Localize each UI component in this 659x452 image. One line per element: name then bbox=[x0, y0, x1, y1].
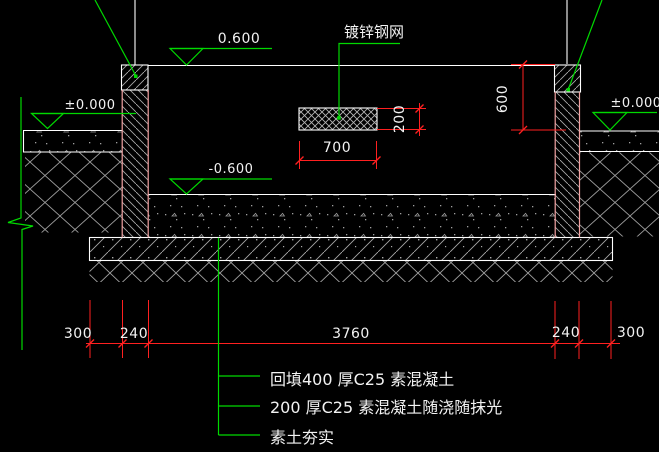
footing-slab-hatch bbox=[89, 237, 613, 261]
left-wall-cap-outline bbox=[120, 64, 149, 91]
gravel-fill-speckle bbox=[148, 195, 556, 237]
dim-chain-240-left: 240 bbox=[120, 326, 148, 342]
earth-under-slab-hatch bbox=[89, 261, 613, 282]
leader-top-left bbox=[94, 0, 138, 78]
dim-600-value: 600 bbox=[495, 85, 511, 113]
left-ground-slab-speckle bbox=[24, 131, 122, 152]
footing-slab-outline bbox=[88, 236, 614, 262]
elevation-pit-floor-value: -0.600 bbox=[209, 162, 254, 177]
drawing-text: 0.600 ±0.000 ±0.000 -0.600 600 200 700 3… bbox=[64, 23, 659, 447]
leader-mesh-label bbox=[337, 42, 400, 120]
dim-chain-3760: 3760 bbox=[332, 326, 370, 342]
leader-top-right bbox=[566, 0, 603, 92]
dimensions bbox=[85, 60, 620, 359]
dim-chain-ticks bbox=[85, 339, 616, 348]
elevation-mark-top bbox=[168, 47, 272, 66]
elevation-mark-ground-left bbox=[29, 112, 136, 130]
right-ground-slab-speckle bbox=[580, 131, 659, 152]
note-soil: 素土夯实 bbox=[270, 428, 334, 447]
hatch-fills bbox=[24, 65, 659, 282]
note-backfill: 回填400 厚C25 素混凝土 bbox=[270, 370, 454, 389]
note-slab: 200 厚C25 素混凝土随浇随抹光 bbox=[270, 398, 502, 417]
dim-chain-240-right: 240 bbox=[552, 325, 580, 341]
structure-lines bbox=[22, 0, 659, 262]
wall-edges bbox=[121, 90, 581, 238]
elevation-mark-ground-right bbox=[591, 111, 657, 131]
dim-chain-300-left: 300 bbox=[64, 326, 92, 342]
dim-200-ticks bbox=[415, 104, 424, 134]
elevation-top-value: 0.600 bbox=[218, 31, 261, 47]
elevation-mark-pit-floor bbox=[168, 178, 272, 195]
elevation-ground-right-value: ±0.000 bbox=[610, 96, 659, 111]
left-wall-hatch bbox=[122, 90, 148, 238]
right-ground-earth-hatch bbox=[580, 152, 659, 237]
dim-chain-300-right: 300 bbox=[617, 325, 645, 341]
section-break-line bbox=[7, 97, 34, 350]
right-wall-cap-outline bbox=[553, 64, 582, 93]
dim-600-ticks bbox=[518, 60, 528, 135]
dim-700-ticks bbox=[295, 156, 381, 165]
left-ground-earth-hatch bbox=[25, 152, 122, 233]
leader-bottom-notes bbox=[217, 237, 260, 436]
dim-200-value: 200 bbox=[392, 105, 408, 133]
dim-700-value: 700 bbox=[323, 140, 351, 156]
mesh-block-outline bbox=[298, 107, 378, 131]
annotation-lines bbox=[7, 0, 657, 436]
elevation-ground-left-value: ±0.000 bbox=[64, 98, 115, 113]
right-wall-hatch bbox=[555, 92, 580, 238]
mesh-label: 镀锌钢网 bbox=[344, 23, 404, 41]
